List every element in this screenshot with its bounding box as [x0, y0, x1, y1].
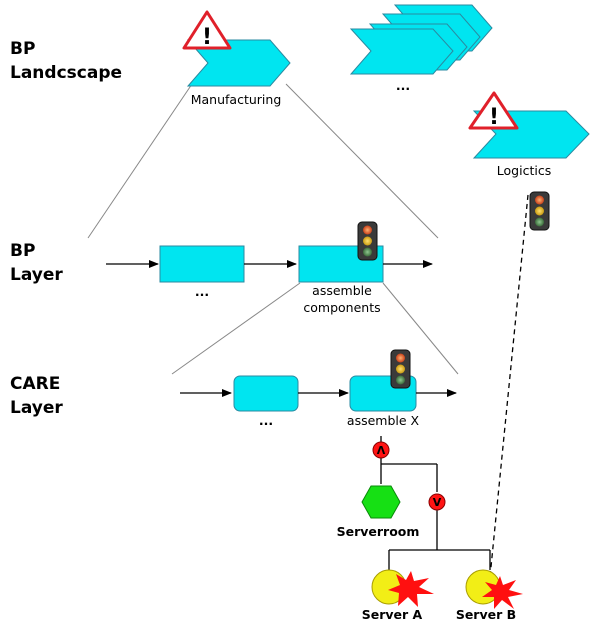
care-process-box[interactable]: [233, 375, 299, 412]
bp-label-line2: Layer: [10, 265, 63, 285]
serverroom-node[interactable]: Serverroom: [337, 485, 420, 539]
projection-line-right-bottom: [382, 282, 459, 375]
care-label-line2: Layer: [10, 398, 63, 418]
landscape-label-line1: BP: [10, 39, 35, 59]
bp-process-ellipsis: ...: [195, 284, 209, 299]
care-assemble-label: assemble X: [347, 413, 420, 428]
process-stack[interactable]: ...: [349, 4, 493, 93]
manufacturing-chevron[interactable]: [186, 39, 291, 87]
manufacturing-label: Manufacturing: [191, 92, 282, 107]
warning-icon: !: [182, 10, 232, 50]
projection-line-right-top: [285, 83, 439, 239]
explosion-icon: [388, 571, 434, 607]
care-label-line1: CARE: [10, 374, 60, 394]
logistics-warning-mark: !: [489, 105, 499, 130]
bp-traffic-light-icon: [357, 221, 378, 261]
explosion-icon-b: [482, 576, 523, 609]
bp-assemble-label-line2: components: [303, 300, 380, 315]
logistics-warning-icon: !: [468, 91, 519, 130]
stack-ellipsis: ...: [396, 78, 410, 93]
bp-assemble-label-line1: assemble: [312, 283, 372, 298]
logistics-label: Logictics: [497, 163, 551, 178]
projection-line-left-top: [87, 83, 193, 239]
and-gate-icon: Λ: [372, 441, 390, 459]
and-gate-label: Λ: [377, 444, 386, 457]
projection-line-left-bottom: [171, 282, 301, 375]
landscape-label-line2: Landcscape: [10, 63, 122, 83]
server-b-label: Server B: [456, 607, 516, 622]
layer-label-care: CARE Layer: [10, 374, 63, 418]
projection-lines: [87, 83, 459, 375]
serverroom-label: Serverroom: [337, 524, 420, 539]
care-traffic-light-icon: [390, 349, 411, 389]
manufacturing-process[interactable]: Manufacturing: [186, 39, 291, 107]
stack-chevron-front[interactable]: [349, 28, 454, 75]
or-gate-icon: V: [428, 493, 446, 511]
hexagon-icon[interactable]: [361, 485, 401, 519]
traffic-light-icon: [529, 191, 550, 231]
logistics-dependency-dashed-line: [489, 194, 529, 578]
or-gate-label: V: [433, 496, 442, 509]
layer-label-bp: BP Layer: [10, 241, 63, 285]
bp-process-box[interactable]: [159, 245, 245, 283]
bp-label-line1: BP: [10, 241, 35, 261]
warning-mark: !: [202, 25, 212, 50]
care-flow: ... assemble X: [180, 375, 457, 428]
server-a-node[interactable]: Server A: [362, 569, 434, 622]
care-process-ellipsis: ...: [259, 413, 273, 428]
dependency-tree: [380, 436, 491, 570]
server-b-node[interactable]: Server B: [456, 569, 523, 622]
layer-label-landscape: BP Landcscape: [10, 39, 122, 83]
server-a-label: Server A: [362, 607, 423, 622]
